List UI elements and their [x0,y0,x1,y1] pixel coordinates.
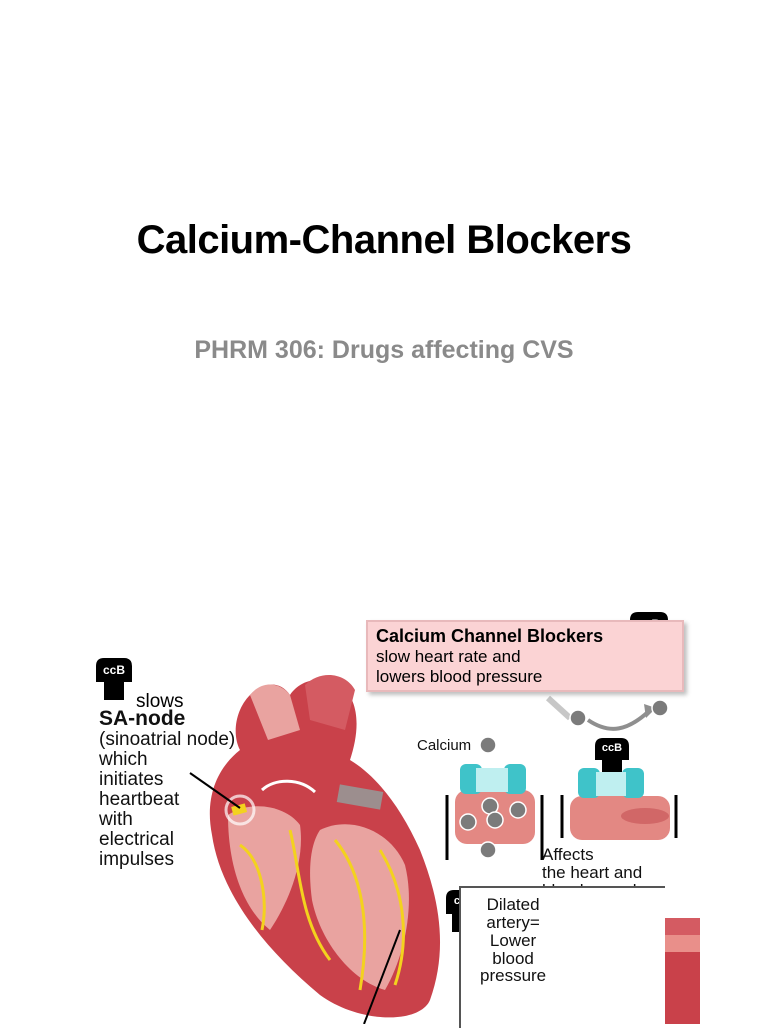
dilated-line: artery= [486,912,540,932]
dilated-artery-label: Dilated artery= Lower blood pressure [480,896,546,985]
sa-node-heading: SA-node [99,707,186,730]
sa-slows-label: slows [136,691,184,712]
sa-node-line: initiates [99,768,164,790]
info-box-line1: slow heart rate and [376,647,521,666]
affects-line: Affects [542,845,594,864]
sa-node-line: impulses [99,848,174,870]
sa-node-line: with [99,808,133,830]
sa-node-line: electrical [99,828,174,850]
sa-node-line: heartbeat [99,788,180,810]
ccb-illustration: ccB ccB ccB ccB slows SA-node (sinoatria… [0,600,768,1028]
heart-graphic [189,674,441,1024]
slide-subtitle: PHRM 306: Drugs affecting CVS [194,336,574,364]
cell-right [560,768,678,840]
ccb-badge-channel [595,738,629,776]
ccb-badge-left [96,658,132,700]
sa-node-line: which [99,748,148,770]
dilated-line: Lower [489,930,537,950]
info-box-line2: lowers blood pressure [376,667,543,686]
dilated-line: blood [492,948,534,968]
slide-title: Calcium-Channel Blockers [136,218,632,262]
info-box-heading: Calcium Channel Blockers [376,626,604,646]
affects-line: the heart and [542,862,643,882]
calcium-label: Calcium [417,737,472,754]
dilated-line: Dilated [486,895,540,914]
sa-node-line: (sinoatrial node) [99,729,236,751]
calcium-ions [459,699,669,859]
ccb-badge-left-text: ccB [102,663,125,677]
sa-node-description: SA-node (sinoatrial node) which initiate… [99,707,236,870]
dilated-line: pressure [480,966,547,986]
ccb-badge-channel-text: ccB [601,742,623,754]
dilated-artery-box [459,886,665,1028]
ccb-info-box: Calcium Channel Blockers slow heart rate… [366,620,684,692]
